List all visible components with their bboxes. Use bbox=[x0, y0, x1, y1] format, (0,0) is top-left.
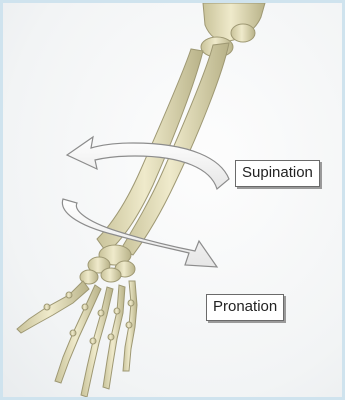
hand-bones bbox=[17, 281, 137, 397]
pronation-label: Pronation bbox=[206, 294, 284, 321]
elbow-joint bbox=[201, 3, 265, 57]
carpal-bones bbox=[80, 245, 135, 284]
rotation-arrows bbox=[62, 137, 229, 267]
supination-label: Supination bbox=[235, 160, 320, 187]
forearm-skeleton-illustration bbox=[3, 3, 345, 400]
